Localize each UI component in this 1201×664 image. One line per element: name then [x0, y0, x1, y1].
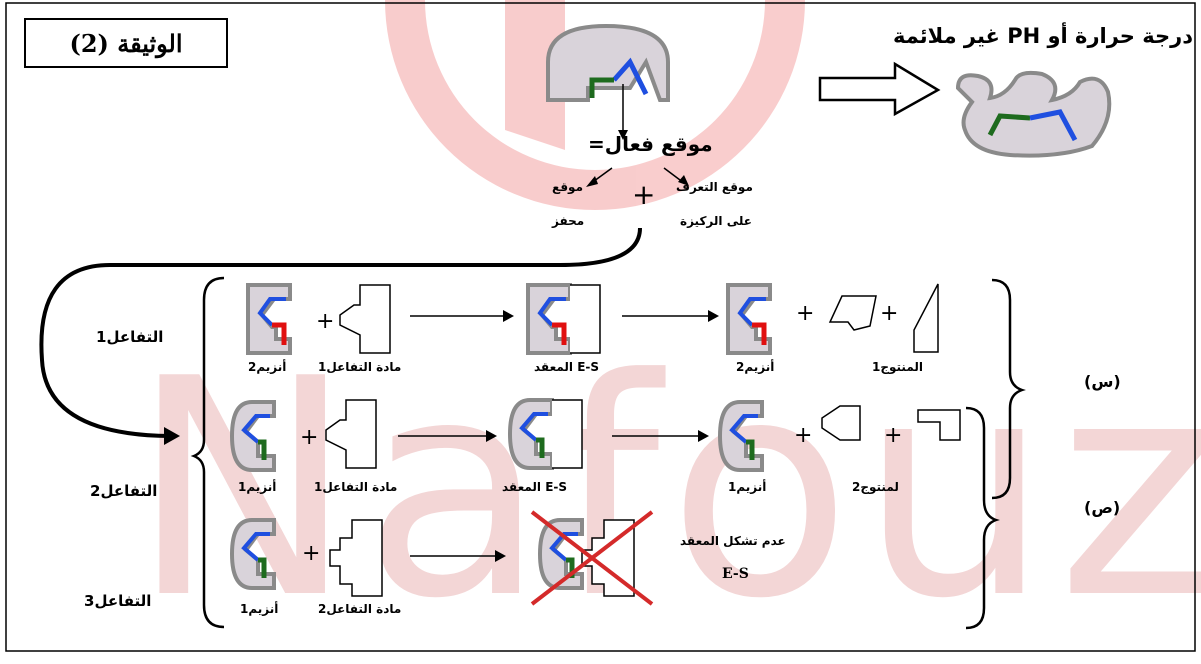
plus-active-site: +: [632, 178, 656, 211]
brace-left: [190, 276, 225, 629]
r1-enzyme-after-caption: أنزيم2: [736, 360, 775, 374]
reaction2-enzyme-after: [717, 400, 764, 472]
group-p-label: (ص): [1084, 498, 1121, 517]
plus-r1c: +: [880, 301, 898, 326]
r1-product-caption: المنتوج1: [872, 360, 923, 374]
brace-group-s: [991, 278, 1026, 500]
reaction1-substrate: [339, 284, 391, 354]
plus-r2c: +: [884, 423, 902, 448]
document-title: الوثيقة (2): [24, 18, 228, 68]
r3-enzyme-caption: أنزيم1: [240, 602, 279, 616]
enzyme-active-site: [546, 23, 670, 102]
brace-group-p: [965, 406, 1000, 630]
reaction2-product-a: [821, 405, 861, 441]
catalytic-site-label-1: موقع: [552, 180, 584, 194]
page-frame: [5, 2, 1196, 652]
r2-enzyme-caption: أنزيم1: [238, 480, 277, 494]
r1-enzyme-caption: أنزيم2: [248, 360, 287, 374]
reaction2-label: التفاعل2: [90, 482, 158, 500]
r2-enzyme-after-caption: أنزيم1: [728, 480, 767, 494]
reaction3-substrate: [329, 519, 383, 597]
cross-mark: [530, 510, 654, 606]
r2-product-caption: لمنتوج2: [852, 480, 899, 494]
watermark-logo: [385, 0, 805, 210]
r3-no-complex-caption-2: E-S: [722, 566, 749, 582]
plus-r1b: +: [796, 301, 814, 326]
reaction1-product-a: [828, 295, 877, 331]
reaction2-complex: [507, 398, 583, 470]
r1-complex-caption: E-S المعقد: [534, 360, 600, 374]
plus-r2b: +: [794, 423, 812, 448]
plus-r3: +: [302, 541, 320, 566]
loop-arrow: [39, 227, 642, 438]
reaction2-substrate: [325, 399, 377, 469]
group-s-label: (س): [1084, 372, 1121, 391]
reaction1-enzyme: [246, 283, 292, 355]
recognition-site-label-1: موقع التعرف: [676, 180, 753, 194]
reaction1-product-b: [913, 283, 939, 353]
r3-substrate-caption: مادة التفاعل2: [318, 602, 402, 616]
r3-no-complex-caption-1: عدم تشكل المعقد: [680, 534, 786, 548]
reaction3-label: التفاعل3: [84, 592, 152, 610]
enzyme-denatured: [955, 70, 1112, 158]
reaction3-enzyme: [229, 518, 276, 590]
condition-text: درجة حرارة أو PH غير ملائمة: [892, 24, 1193, 48]
recognition-site-label-2: على الركيزة: [680, 214, 752, 228]
r2-substrate-caption: مادة التفاعل1: [314, 480, 398, 494]
reaction3-failed-complex: [537, 518, 635, 597]
hollow-arrow: [818, 61, 941, 117]
active-site-label: موقع فعال=: [588, 132, 713, 156]
catalytic-site-label-2: محفز: [552, 214, 585, 228]
r1-substrate-caption: مادة التفاعل1: [318, 360, 402, 374]
r2-complex-caption: E-S المعقد: [502, 480, 568, 494]
reaction2-product-b: [917, 409, 961, 441]
plus-r1: +: [316, 309, 334, 334]
reaction1-label: التفاعل1: [96, 328, 164, 346]
plus-r2: +: [300, 425, 318, 450]
reaction1-complex: [526, 283, 601, 355]
reaction2-enzyme: [229, 400, 276, 472]
reaction1-enzyme-after: [726, 283, 772, 355]
